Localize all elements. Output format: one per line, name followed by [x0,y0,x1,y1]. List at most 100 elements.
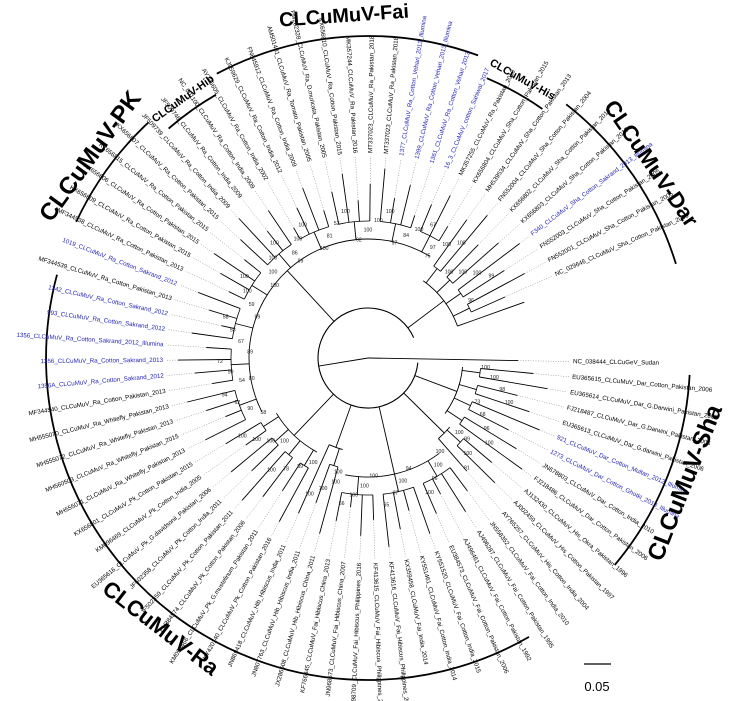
tip-leader [494,482,513,500]
bootstrap-value: 100 [458,269,467,275]
branch-line [319,466,339,534]
tip-label: JN968573_CLCuMuV_Fai_Hibiscus_China_2007 [325,561,348,697]
tip-label: MT337023_CLCuMuV_Ra_Pakistan_2018 [383,36,400,154]
branch-line [244,259,262,274]
tip-leader [166,344,207,348]
bootstrap-value: 68 [480,412,486,418]
clade-arc [45,274,530,681]
bootstrap-value: 100 [269,255,278,261]
bootstrap-value: 99 [298,259,304,265]
branch-line [228,291,245,300]
branch-line [267,210,292,245]
tip-leader [203,444,246,476]
bootstrap-value: 100 [374,218,383,224]
bootstrap-value: 100 [270,283,279,289]
branch-line [356,476,360,495]
bootstrap-value: 100 [305,491,314,497]
branch-line [367,357,519,362]
bootstrap-value: 100 [434,462,443,468]
branch-line [208,309,237,319]
branch-line [213,253,255,282]
branch-line [230,437,273,473]
bootstrap-value: 58 [223,315,229,321]
tip-leader [174,299,210,311]
bootstrap-value: 100 [473,271,482,277]
branch-line [472,401,540,431]
branch-line [441,473,466,512]
branch-line [198,291,241,310]
tree-branches [177,168,548,547]
branch-arc [284,451,293,458]
tip-leader [529,411,560,423]
tip-leader [440,493,464,537]
branch-line [293,393,334,436]
branch-line [331,191,340,225]
bootstrap-value: 100 [280,439,289,445]
tip-leader [219,220,241,240]
branch-line [456,445,496,484]
tip-leader [447,185,473,227]
tip-leader [547,388,568,393]
branch-line [323,210,330,227]
tip-leader [516,448,541,464]
tip-leader [436,513,450,544]
bootstrap-value: 91 [464,465,470,471]
bootstrap-value: 98 [499,387,505,393]
bootstrap-value: 100 [309,460,318,466]
tip-leader [314,533,320,553]
branch-line [231,363,250,366]
bootstrap-value: 100 [455,430,464,436]
tip-leader [230,209,240,219]
branch-line [225,409,242,418]
bootstrap-value: 100 [349,493,358,499]
tip-leader [222,470,252,499]
tip-leader [517,360,571,362]
tip-leader [328,520,337,557]
branch-line [372,494,375,520]
branch-line [446,410,463,421]
tip-leader [187,439,206,450]
branch-line [425,268,438,284]
tip-leader [295,169,303,189]
branch-line [353,221,357,240]
branch-arc [467,304,472,313]
branch-line [422,483,437,514]
tip-leader [168,383,213,391]
bootstrap-value: 100 [445,270,454,276]
tip-leader [498,224,520,244]
bootstrap-value: 100 [425,490,434,496]
bootstrap-value: 100 [270,241,279,247]
tip-leader [414,165,432,216]
branch-line [205,419,246,441]
branch-line [474,301,525,321]
bootstrap-value: 100 [243,288,252,294]
tip-leader [175,410,207,421]
branch-line [462,369,481,374]
bootstrap-value: 100 [442,242,451,248]
clade-arcs [45,35,691,681]
branch-line [220,273,250,291]
bootstrap-value: 67 [430,222,436,228]
tip-leader [384,156,387,169]
tip-leader [504,248,539,271]
branch-line [433,219,468,267]
bootstrap-value: 66 [339,501,345,507]
tip-leader [400,528,406,557]
branch-line [452,242,499,284]
tip-leader [359,535,361,560]
branch-line [403,490,410,511]
branch-line [235,323,253,329]
clade-arc [75,121,150,223]
branch-line [278,253,291,268]
branch-line [462,270,505,298]
clade-label-pk: CLCuMuV-PK [34,85,147,227]
branch-line [440,215,488,272]
branch-line [240,239,268,266]
branch-line [177,359,232,361]
bootstrap-value: 59 [249,302,255,308]
branch-line [449,467,468,492]
bootstrap-value: 96 [432,476,438,482]
branch-line [410,215,416,228]
branch-line [459,423,523,470]
bootstrap-value: 100 [399,478,408,484]
